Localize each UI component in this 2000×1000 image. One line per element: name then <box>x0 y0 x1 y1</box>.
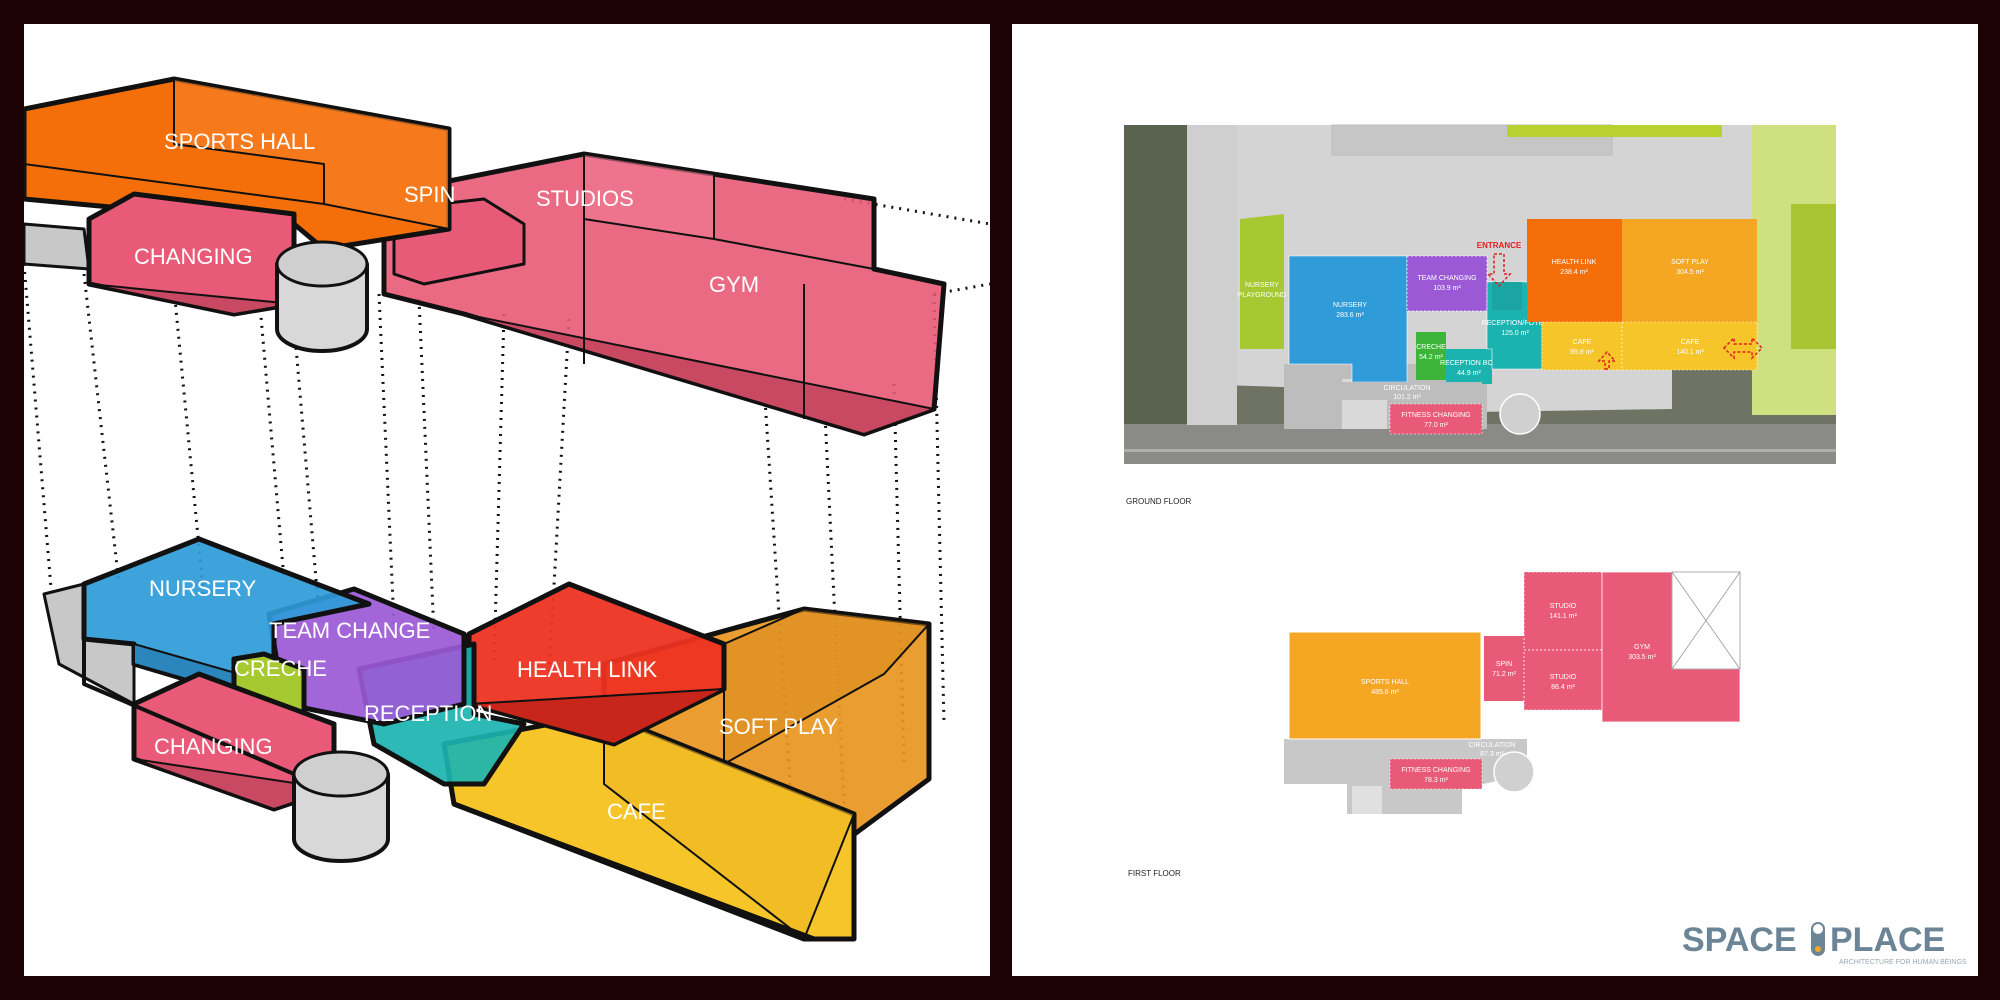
svg-text:NURSERY: NURSERY <box>1333 302 1367 309</box>
label-sports-hall: SPORTS HALL <box>164 129 315 154</box>
svg-text:FITNESS CHANGING: FITNESS CHANGING <box>1401 767 1470 774</box>
room-team-changing <box>1406 255 1488 312</box>
svg-text:78.3 m²: 78.3 m² <box>1424 777 1448 784</box>
label-team-change: TEAM CHANGE <box>269 618 430 643</box>
svg-text:FITNESS CHANGING: FITNESS CHANGING <box>1401 412 1470 419</box>
room-fitness-changing-ff <box>1389 758 1483 790</box>
svg-text:125.0 m²: 125.0 m² <box>1501 330 1529 337</box>
svg-text:238.4 m²: 238.4 m² <box>1560 269 1588 276</box>
ground-floor-plan: NURSERY PLAYGROUND NURSERY 283.6 m² TEAM… <box>1124 124 1836 506</box>
svg-text:HEALTH LINK: HEALTH LINK <box>1552 259 1597 266</box>
lower-level-massing <box>42 536 932 942</box>
label-studios: STUDIOS <box>536 186 634 211</box>
label-entrance: ENTRANCE <box>1477 241 1522 250</box>
logo-tagline: ARCHITECTURE FOR HUMAN BEINGS <box>1839 959 1967 966</box>
logo-mark-icon <box>1811 922 1825 956</box>
plans-panel: NURSERY PLAYGROUND NURSERY 283.6 m² TEAM… <box>1012 24 1978 976</box>
svg-text:89.8 m²: 89.8 m² <box>1570 349 1594 356</box>
room-reception-boh <box>1446 349 1492 384</box>
label-health-link: HEALTH LINK <box>517 657 658 682</box>
room-sports-hall <box>1288 631 1482 740</box>
svg-text:86.4 m²: 86.4 m² <box>1551 684 1575 691</box>
void-area <box>1671 571 1741 670</box>
axonometric-diagram: SPORTS HALL SPIN STUDIOS CHANGING GYM <box>24 76 990 942</box>
label-nursery-playground-1: NURSERY <box>1245 282 1279 289</box>
label-soft-play: SOFT PLAY <box>719 714 838 739</box>
stair-core-ff <box>1493 751 1535 793</box>
svg-text:CAFE: CAFE <box>1573 339 1592 346</box>
caption-first-floor: FIRST FLOOR <box>1128 869 1181 878</box>
logo-word-space: SPACE <box>1682 921 1797 959</box>
label-changing-lower: CHANGING <box>154 734 273 759</box>
svg-text:87.3 m²: 87.3 m² <box>1480 751 1504 758</box>
label-nursery-playground-2: PLAYGROUND <box>1238 292 1287 299</box>
label-gym: GYM <box>709 272 759 297</box>
svg-text:SPORTS HALL: SPORTS HALL <box>1361 679 1409 686</box>
first-floor-plan: SPORTS HALL 485.6 m² SPIN 71.2 m² STUDIO… <box>1128 571 1741 878</box>
svg-text:140.1 m²: 140.1 m² <box>1676 349 1704 356</box>
stair-core-lower <box>292 750 390 863</box>
label-cafe: CAFE <box>607 799 666 824</box>
svg-text:283.6 m²: 283.6 m² <box>1336 312 1364 319</box>
svg-text:CRECHE: CRECHE <box>1416 344 1446 351</box>
room-cafe-2 <box>1621 321 1758 371</box>
space-place-logo: SPACE PLACE ARCHITECTURE FOR HUMAN BEING… <box>1682 921 1967 966</box>
svg-text:44.9 m²: 44.9 m² <box>1457 370 1481 377</box>
svg-text:141.1 m²: 141.1 m² <box>1549 613 1577 620</box>
label-reception: RECEPTION <box>364 701 492 726</box>
svg-text:485.6 m²: 485.6 m² <box>1371 689 1399 696</box>
room-studio-2 <box>1523 649 1603 711</box>
label-nursery: NURSERY <box>149 576 257 601</box>
room-fitness-changing-gf <box>1389 403 1483 435</box>
svg-text:CAFE: CAFE <box>1681 339 1700 346</box>
svg-text:STUDIO: STUDIO <box>1550 674 1577 681</box>
arrow-up-icon <box>1597 350 1617 370</box>
svg-text:STUDIO: STUDIO <box>1550 603 1577 610</box>
floor-plans: NURSERY PLAYGROUND NURSERY 283.6 m² TEAM… <box>1124 124 1967 966</box>
stair-core-upper <box>275 240 369 353</box>
upper-level-massing <box>24 76 947 437</box>
room-studio-1 <box>1523 571 1603 651</box>
svg-text:TEAM CHANGING: TEAM CHANGING <box>1417 275 1476 282</box>
logo-word-place: PLACE <box>1830 921 1945 959</box>
room-circulation-gf <box>1342 382 1482 400</box>
svg-text:GYM: GYM <box>1634 644 1650 651</box>
room-health-link <box>1527 219 1622 322</box>
label-creche: CRECHE <box>234 656 327 681</box>
svg-text:101.2 m²: 101.2 m² <box>1393 394 1421 401</box>
room-spin <box>1484 636 1524 701</box>
svg-text:CIRCULATION: CIRCULATION <box>1384 385 1431 392</box>
svg-text:71.2 m²: 71.2 m² <box>1492 671 1516 678</box>
svg-text:304.5 m²: 304.5 m² <box>1676 269 1704 276</box>
svg-text:103.9 m²: 103.9 m² <box>1433 285 1461 292</box>
svg-text:SOFT PLAY: SOFT PLAY <box>1671 259 1709 266</box>
label-changing-upper: CHANGING <box>134 244 253 269</box>
svg-text:54.2 m²: 54.2 m² <box>1419 354 1443 361</box>
svg-text:77.0 m²: 77.0 m² <box>1424 422 1448 429</box>
axonometric-panel: SPORTS HALL SPIN STUDIOS CHANGING GYM <box>24 24 990 976</box>
room-soft-play <box>1622 219 1757 322</box>
svg-text:CIRCULATION: CIRCULATION <box>1469 742 1516 749</box>
stair-core-gf <box>1499 393 1541 435</box>
label-spin: SPIN <box>404 182 455 207</box>
svg-text:RECEPTION/FOYER: RECEPTION/FOYER <box>1482 320 1549 327</box>
room-nursery <box>1288 255 1408 383</box>
svg-text:RECEPTION BOH: RECEPTION BOH <box>1440 360 1498 367</box>
svg-text:SPIN: SPIN <box>1496 661 1512 668</box>
caption-ground-floor: GROUND FLOOR <box>1126 497 1192 506</box>
room-cafe-1 <box>1541 321 1623 371</box>
nursery-playground-area <box>1240 214 1284 349</box>
svg-text:303.5 m²: 303.5 m² <box>1628 654 1656 661</box>
room-creche <box>1416 332 1446 380</box>
